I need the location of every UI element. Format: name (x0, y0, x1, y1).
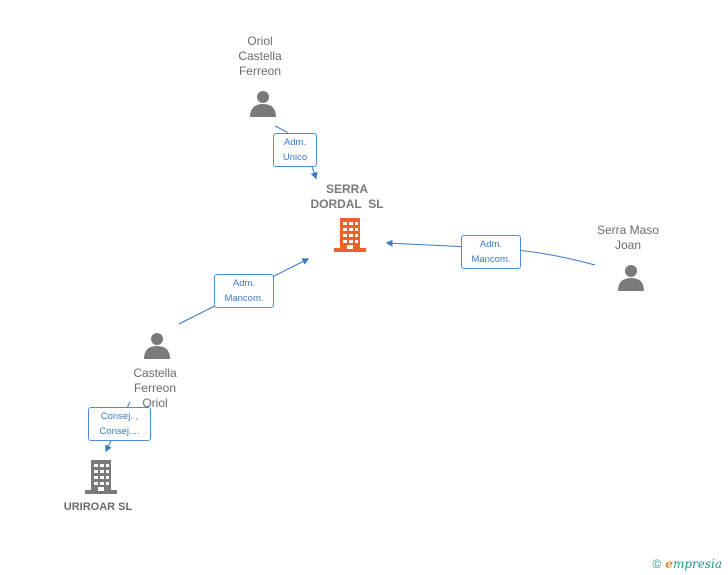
brand-initial: e (665, 557, 673, 571)
node-label-line: Ferreon (238, 64, 282, 78)
node-label-line: Castella (133, 366, 177, 380)
building-icon[interactable] (85, 460, 117, 494)
copyright-icon: © (652, 557, 662, 571)
node-label-oriol: Oriol Castella Ferreon (238, 34, 281, 79)
edge-label-maso-to-serra[interactable]: Adm. Mancom. (461, 235, 521, 269)
edge-label-line: Consej.... (99, 426, 140, 437)
brand-name: mpresia (672, 557, 722, 571)
node-label-uriroar: URIROAR SL (64, 500, 132, 515)
node-label-castella: Castella Ferreon Oriol (133, 366, 176, 411)
node-label-line: Oriol (247, 34, 273, 48)
node-label-line: Castella (238, 49, 282, 63)
edge-label-line: Mancom. (471, 254, 511, 265)
edge-label-line: Adm. (479, 239, 503, 250)
edge-label-oriol-to-serra[interactable]: Adm. Unico (273, 133, 317, 167)
edge-label-castella-to-uriroar[interactable]: Consej. , Consej.... (88, 407, 151, 441)
edge-label-line: Adm. (283, 137, 307, 148)
edge-label-castella-to-serra[interactable]: Adm. Mancom. (214, 274, 274, 308)
person-icon[interactable] (249, 89, 277, 117)
edge-label-line: Consej. , (100, 411, 139, 422)
brand-logo: ©empresia (652, 557, 722, 571)
node-label-serra-dordal: SERRA DORDAL SL (310, 182, 383, 212)
node-label-line: Oriol (142, 396, 168, 410)
edge-label-line: Adm. (232, 278, 256, 289)
edge-label-line: Unico (282, 152, 308, 163)
node-label-serra-maso: Serra Maso Joan (597, 223, 659, 253)
edge-label-line: Mancom. (224, 293, 264, 304)
node-label-line: URIROAR SL (63, 501, 133, 513)
node-label-line: Ferreon (133, 381, 177, 395)
building-icon[interactable] (334, 218, 366, 252)
node-label-line: DORDAL SL (310, 197, 384, 211)
person-icon[interactable] (143, 331, 171, 359)
person-icon[interactable] (617, 263, 645, 291)
node-label-line: Joan (614, 238, 642, 252)
node-label-line: Serra Maso (596, 223, 660, 237)
node-label-line: SERRA (325, 182, 368, 196)
